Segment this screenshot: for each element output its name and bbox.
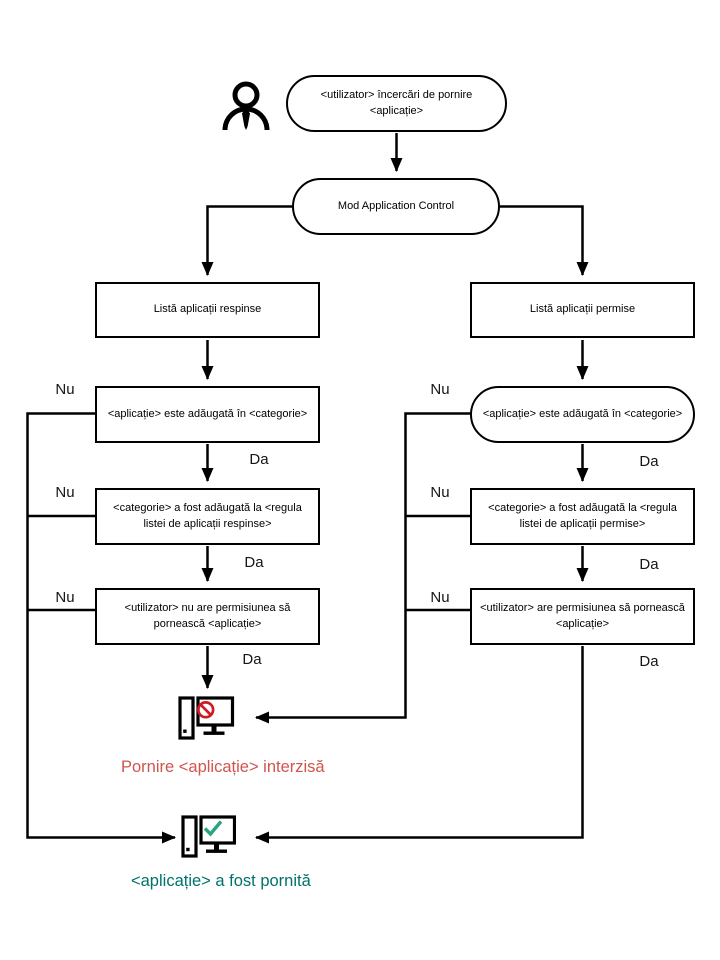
node-allowed-rule-label: <categorie> a fost adăugată la <regula l…: [488, 502, 677, 530]
label-no-denied-3: Nu: [55, 589, 75, 606]
label-yes-denied-2: Da: [244, 554, 264, 571]
node-denied-rule-label: <categorie> a fost adăugată la <regula l…: [113, 502, 302, 530]
label-yes-denied-3: Da: [242, 651, 262, 668]
node-denied-in-category: <aplicație> este adăugată în <categorie>: [95, 386, 320, 443]
computer-started-icon: [180, 814, 237, 864]
node-denied-permission-label: <utilizator> nu are permisiunea să porne…: [124, 602, 291, 630]
prohibition-sign-icon: [196, 701, 215, 719]
node-allowed-list: Listă aplicații permise: [470, 282, 695, 338]
node-allowed-in-category-label: <aplicație> este adăugată în <categorie>: [482, 407, 683, 420]
label-yes-allowed-1: Da: [639, 453, 659, 470]
node-allowed-in-category: <aplicație> este adăugată în <categorie>: [470, 386, 695, 443]
label-no-allowed-3: Nu: [430, 589, 450, 606]
node-start-label: <utilizator> încercări de pornire <aplic…: [320, 89, 473, 117]
label-yes-allowed-2: Da: [639, 556, 659, 573]
caption-started: <aplicație> a fost pornită: [131, 872, 311, 890]
node-mode-label: Mod Application Control: [337, 199, 455, 212]
node-denied-in-category-label: <aplicație> este adăugată în <categorie>: [107, 407, 308, 420]
label-yes-denied-1: Da: [249, 451, 269, 468]
node-allowed-permission-label: <utilizator> are permisiunea să porneasc…: [480, 602, 685, 630]
node-allowed-list-label: Listă aplicații permise: [529, 303, 636, 316]
node-denied-permission: <utilizator> nu are permisiunea să porne…: [95, 588, 320, 645]
node-denied-rule: <categorie> a fost adăugată la <regula l…: [95, 488, 320, 545]
label-yes-allowed-3: Da: [639, 653, 659, 670]
computer-blocked-icon: [177, 695, 235, 746]
label-no-allowed-1: Nu: [430, 381, 450, 398]
node-start: <utilizator> încercări de pornire <aplic…: [286, 75, 507, 132]
label-no-denied-1: Nu: [55, 381, 75, 398]
label-no-allowed-2: Nu: [430, 484, 450, 501]
user-icon: [221, 76, 271, 137]
node-denied-list: Listă aplicații respinse: [95, 282, 320, 338]
node-application-control-mode: Mod Application Control: [292, 178, 500, 235]
node-denied-list-label: Listă aplicații respinse: [153, 303, 262, 316]
node-allowed-rule: <categorie> a fost adăugată la <regula l…: [470, 488, 695, 545]
label-no-denied-2: Nu: [55, 484, 75, 501]
node-allowed-permission: <utilizator> are permisiunea să porneasc…: [470, 588, 695, 645]
check-mark-icon: [203, 820, 223, 837]
caption-blocked: Pornire <aplicație> interzisă: [121, 758, 325, 776]
